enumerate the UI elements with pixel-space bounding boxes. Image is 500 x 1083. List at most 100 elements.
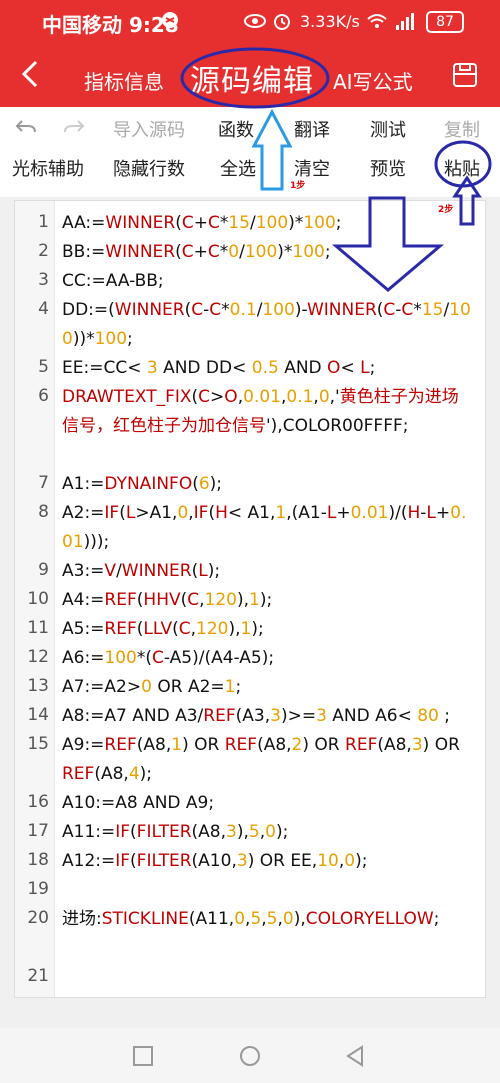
line-number: 14 [27,705,49,725]
code-text: A5:=REF(LLV(C,120),1); [62,615,472,644]
code-token: / [256,300,263,320]
save-button[interactable] [452,62,478,92]
code-token: H [407,503,421,523]
tab-indicator-info[interactable]: 指标信息 [84,70,164,94]
code-token: 3 [226,822,237,842]
import-source-button[interactable]: 导入源码 [113,120,185,141]
redo-button[interactable] [62,115,86,142]
code-token: (A8, [94,764,129,784]
code-token: C [207,213,220,233]
code-token: + [193,242,208,262]
code-token: L [426,503,436,523]
paste-button[interactable]: 粘贴 [444,159,480,180]
code-token: 进场: [62,909,102,929]
code-token: 15 [421,300,444,320]
recent-apps-icon[interactable] [133,1046,153,1066]
code-token: 1 [224,677,236,697]
code-token: * [221,300,230,320]
code-token: 5 [266,909,278,929]
code-text: DRAWTEXT_FIX(C>O,0.01,0.1,0,'黄色柱子为进场信号，红… [62,383,472,441]
translate-button[interactable]: 翻译 [294,120,330,141]
line-number: 3 [38,270,49,290]
code-token: A1:= [62,474,105,494]
line-number-gutter [15,201,55,997]
code-token: C [152,648,164,668]
code-token: , [313,387,319,407]
code-token: 0.1 [286,387,314,407]
code-token: ) OR [422,735,460,755]
code-token: COLORYELLOW [305,909,434,929]
code-token: , [245,909,251,929]
code-token: 2 [291,735,303,755]
code-token: ) OR [182,735,225,755]
code-token: )/( [388,503,408,523]
cursor-assist-button[interactable]: 光标辅助 [12,159,84,180]
code-token: *( [136,648,153,668]
code-token: < [340,358,361,378]
code-token: - [203,300,210,320]
code-token: ); [275,822,289,842]
code-token: WINNER [105,213,176,233]
tab-ai-formula[interactable]: AI写公式 [333,70,413,94]
code-token: A3:= [62,561,105,581]
code-token: 0 [265,822,276,842]
code-token: 3 [316,706,327,726]
code-token: REF [104,735,137,755]
code-token: 0.01 [350,503,389,523]
code-token: L [360,358,370,378]
code-token: 100 [255,213,289,233]
copy-button[interactable]: 复制 [444,120,480,141]
code-token: , [277,909,283,929]
tab-source-edit[interactable]: 源码编辑 [190,64,314,99]
hide-line-numbers-button[interactable]: 隐藏行数 [113,159,185,180]
home-icon[interactable] [239,1045,261,1067]
chevron-left-icon [21,60,38,88]
line-number: 10 [27,589,49,609]
code-token: / [239,242,245,262]
code-token: ( [136,619,144,639]
eye-icon [244,12,266,34]
code-token: IF [104,503,120,523]
code-token: 1 [171,735,183,755]
code-token: ); [251,619,264,639]
functions-button[interactable]: 函数 [218,120,254,141]
line-number: 18 [27,850,49,870]
battery-indicator: 87 [426,11,464,33]
code-token: 0 [228,242,240,262]
code-token: 3 [146,358,158,378]
code-token: A5:= [62,619,105,639]
undo-icon [15,120,36,133]
line-number: 8 [38,502,49,522]
code-token: ; [235,677,242,697]
code-token: (A8, [257,735,292,755]
code-token: C [383,300,396,320]
code-token: DRAWTEXT_FIX [62,387,192,407]
code-token: L [198,561,208,581]
code-token: '),COLOR00FFFF; [266,416,409,436]
clear-button[interactable]: 清空 [294,159,330,180]
code-token: + [193,213,208,233]
wifi-icon [366,12,388,34]
code-token: 100 [244,242,278,262]
preview-button[interactable]: 预览 [370,159,406,180]
signal-icon [394,11,418,35]
code-token: 0 [318,387,330,407]
select-all-button[interactable]: 全选 [220,159,256,180]
code-token: C [178,619,191,639]
code-token: C [207,242,220,262]
back-button[interactable] [12,54,48,94]
code-token: OR A2= [151,677,225,697]
code-token: ); [207,561,221,581]
test-button[interactable]: 测试 [370,120,406,141]
line-number: 2 [38,241,49,261]
line-number: 4 [38,299,49,319]
line-number: 19 [27,879,49,899]
code-token: REF [104,590,137,610]
code-token: (A8, [377,735,412,755]
back-nav-icon[interactable] [344,1045,366,1067]
code-token: (A8, [136,735,172,755]
code-token: L [326,503,337,523]
code-text: A2:=IF(L>A1,0,IF(H< A1,1,(A1-L+0.01)/(H-… [62,499,472,557]
undo-button[interactable] [14,115,38,142]
